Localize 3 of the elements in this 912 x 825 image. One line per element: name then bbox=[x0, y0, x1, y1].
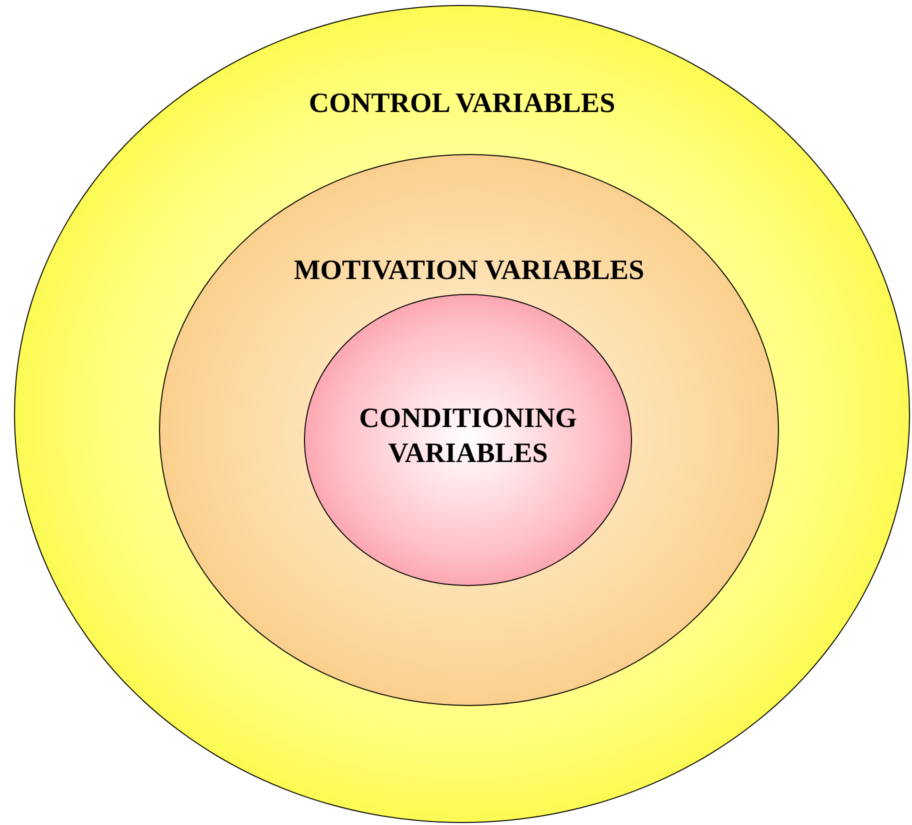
ellipse-label: CONDITIONING VARIABLES bbox=[358, 402, 578, 471]
ellipse-label: CONTROL VARIABLES bbox=[308, 87, 616, 121]
ellipse-label: MOTIVATION VARIABLES bbox=[292, 254, 646, 288]
